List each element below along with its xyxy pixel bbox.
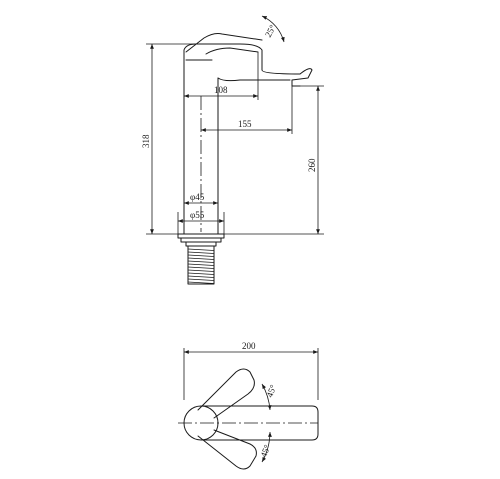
thread-line: [187, 248, 215, 251]
thread-line: [187, 260, 215, 263]
spout-reach-label: 108: [214, 85, 228, 95]
thread-line: [187, 251, 215, 254]
spout-reach-dimension: 108: [184, 52, 259, 100]
rotation-angle-lower-label: 45°: [258, 443, 272, 459]
total-height-dimension: 318: [141, 43, 196, 235]
rotation-angle-upper: 45°: [261, 383, 278, 411]
thread-line: [187, 275, 215, 278]
plan-lever-lower: [197, 429, 257, 470]
thread-line: [187, 272, 215, 275]
plan-lever-upper: [197, 368, 255, 419]
base-diameter-label: φ55: [190, 210, 205, 220]
plan-width-label: 200: [242, 341, 256, 351]
thread-line: [187, 281, 215, 284]
plan-width-dimension: 200: [183, 341, 319, 400]
rotation-angle-upper-label: 45°: [264, 383, 278, 399]
total-height-label: 318: [141, 134, 151, 148]
thread-line: [187, 269, 215, 272]
lever-angle-label: 25°: [263, 23, 278, 39]
mounting-base: [177, 233, 225, 247]
body-diameter-label: φ45: [190, 192, 205, 202]
spout-projection-dimension: 155: [201, 86, 293, 134]
rotation-angle-lower: 45°: [258, 431, 272, 463]
thread-line: [187, 266, 215, 269]
thread-line: [187, 278, 215, 281]
thread-line: [187, 257, 215, 260]
spout-height-label: 260: [307, 158, 317, 172]
side-elevation-view: 25° 108 155 318 260: [141, 15, 324, 285]
spout-projection-label: 155: [238, 119, 252, 129]
thread-line: [187, 254, 215, 257]
thread-line: [187, 263, 215, 266]
faucet-body-outline: [183, 33, 313, 235]
plan-view: 200 45° 45°: [178, 341, 319, 470]
base-diameter-dimension: φ55: [177, 210, 225, 234]
body-diameter-dimension: φ45: [184, 192, 218, 205]
lever-angle-dimension: 25°: [261, 15, 285, 43]
spout-height-dimension: 260: [224, 85, 324, 235]
threaded-shank: [187, 245, 215, 285]
